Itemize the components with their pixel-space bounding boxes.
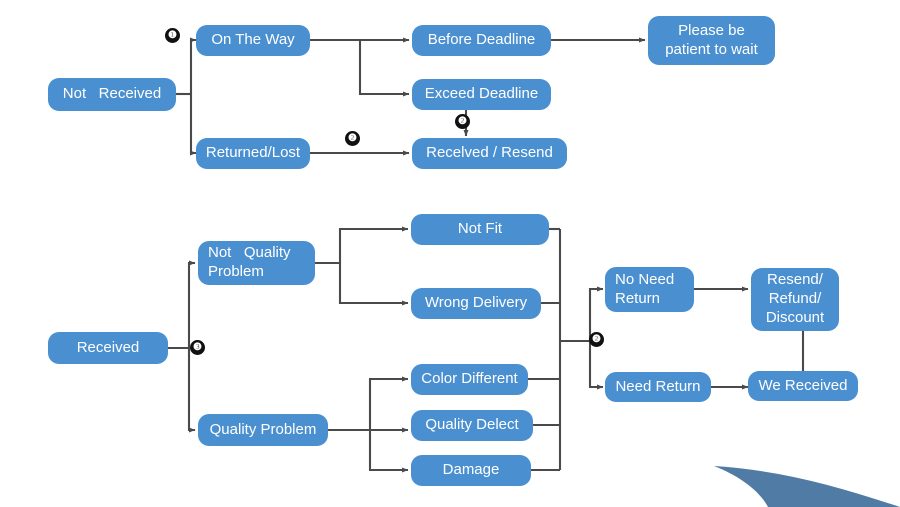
node-returned-lost[interactable]: Returned/Lost <box>196 138 310 169</box>
decorative-swoosh <box>714 466 900 507</box>
step-badge-3: ❸ <box>190 340 205 355</box>
edge-notqualityproblem-wrongdelivery <box>338 263 409 306</box>
node-exceed-deadline[interactable]: Exceed Deadline <box>412 79 551 110</box>
node-damage[interactable]: Damage <box>411 455 531 486</box>
edge-qualityproblem-damage <box>368 430 409 473</box>
step-badge-2-merge: ❷ <box>589 332 604 347</box>
node-not-received[interactable]: Not Received <box>48 78 176 111</box>
edge-notreceived-ontheway <box>189 37 197 94</box>
edge-merge-needreturn <box>588 341 604 390</box>
node-we-received[interactable]: We Received <box>748 371 858 401</box>
edge-merge-noneedreturn <box>588 286 604 341</box>
node-received[interactable]: Received <box>48 332 168 364</box>
node-before-deadline[interactable]: Before Deadline <box>412 25 551 56</box>
step-badge-2-exceed-deadline: ❷ <box>455 114 470 129</box>
node-color-different[interactable]: Color Different <box>411 364 528 395</box>
node-quality-delect[interactable]: Quality Delect <box>411 410 533 441</box>
node-please-be-patient[interactable]: Please be patient to wait <box>648 16 775 65</box>
node-on-the-way[interactable]: On The Way <box>196 25 310 56</box>
node-not-quality-problem[interactable]: Not Quality Problem <box>198 241 315 285</box>
edge-ontheway-exceeddeadline <box>358 40 410 97</box>
step-badge-1: ❶ <box>165 28 180 43</box>
node-not-fit[interactable]: Not Fit <box>411 214 549 245</box>
node-quality-problem[interactable]: Quality Problem <box>198 414 328 446</box>
node-resend-refund-discount[interactable]: Resend/ Refund/ Discount <box>751 268 839 331</box>
node-need-return[interactable]: Need Return <box>605 372 711 402</box>
edge-qualityproblem-colordifferent <box>368 376 409 430</box>
edge-received-notqualityproblem <box>187 260 196 348</box>
edge-notreceived-returnedlost <box>189 94 197 156</box>
node-recelved-resend[interactable]: Recelved / Resend <box>412 138 567 169</box>
step-badge-2-returned-lost: ❷ <box>345 131 360 146</box>
node-no-need-return[interactable]: No Need Return <box>605 267 694 312</box>
edge-notqualityproblem-notfit <box>338 226 409 263</box>
node-wrong-delivery[interactable]: Wrong Delivery <box>411 288 541 319</box>
edge-received-qualityproblem <box>187 348 196 433</box>
